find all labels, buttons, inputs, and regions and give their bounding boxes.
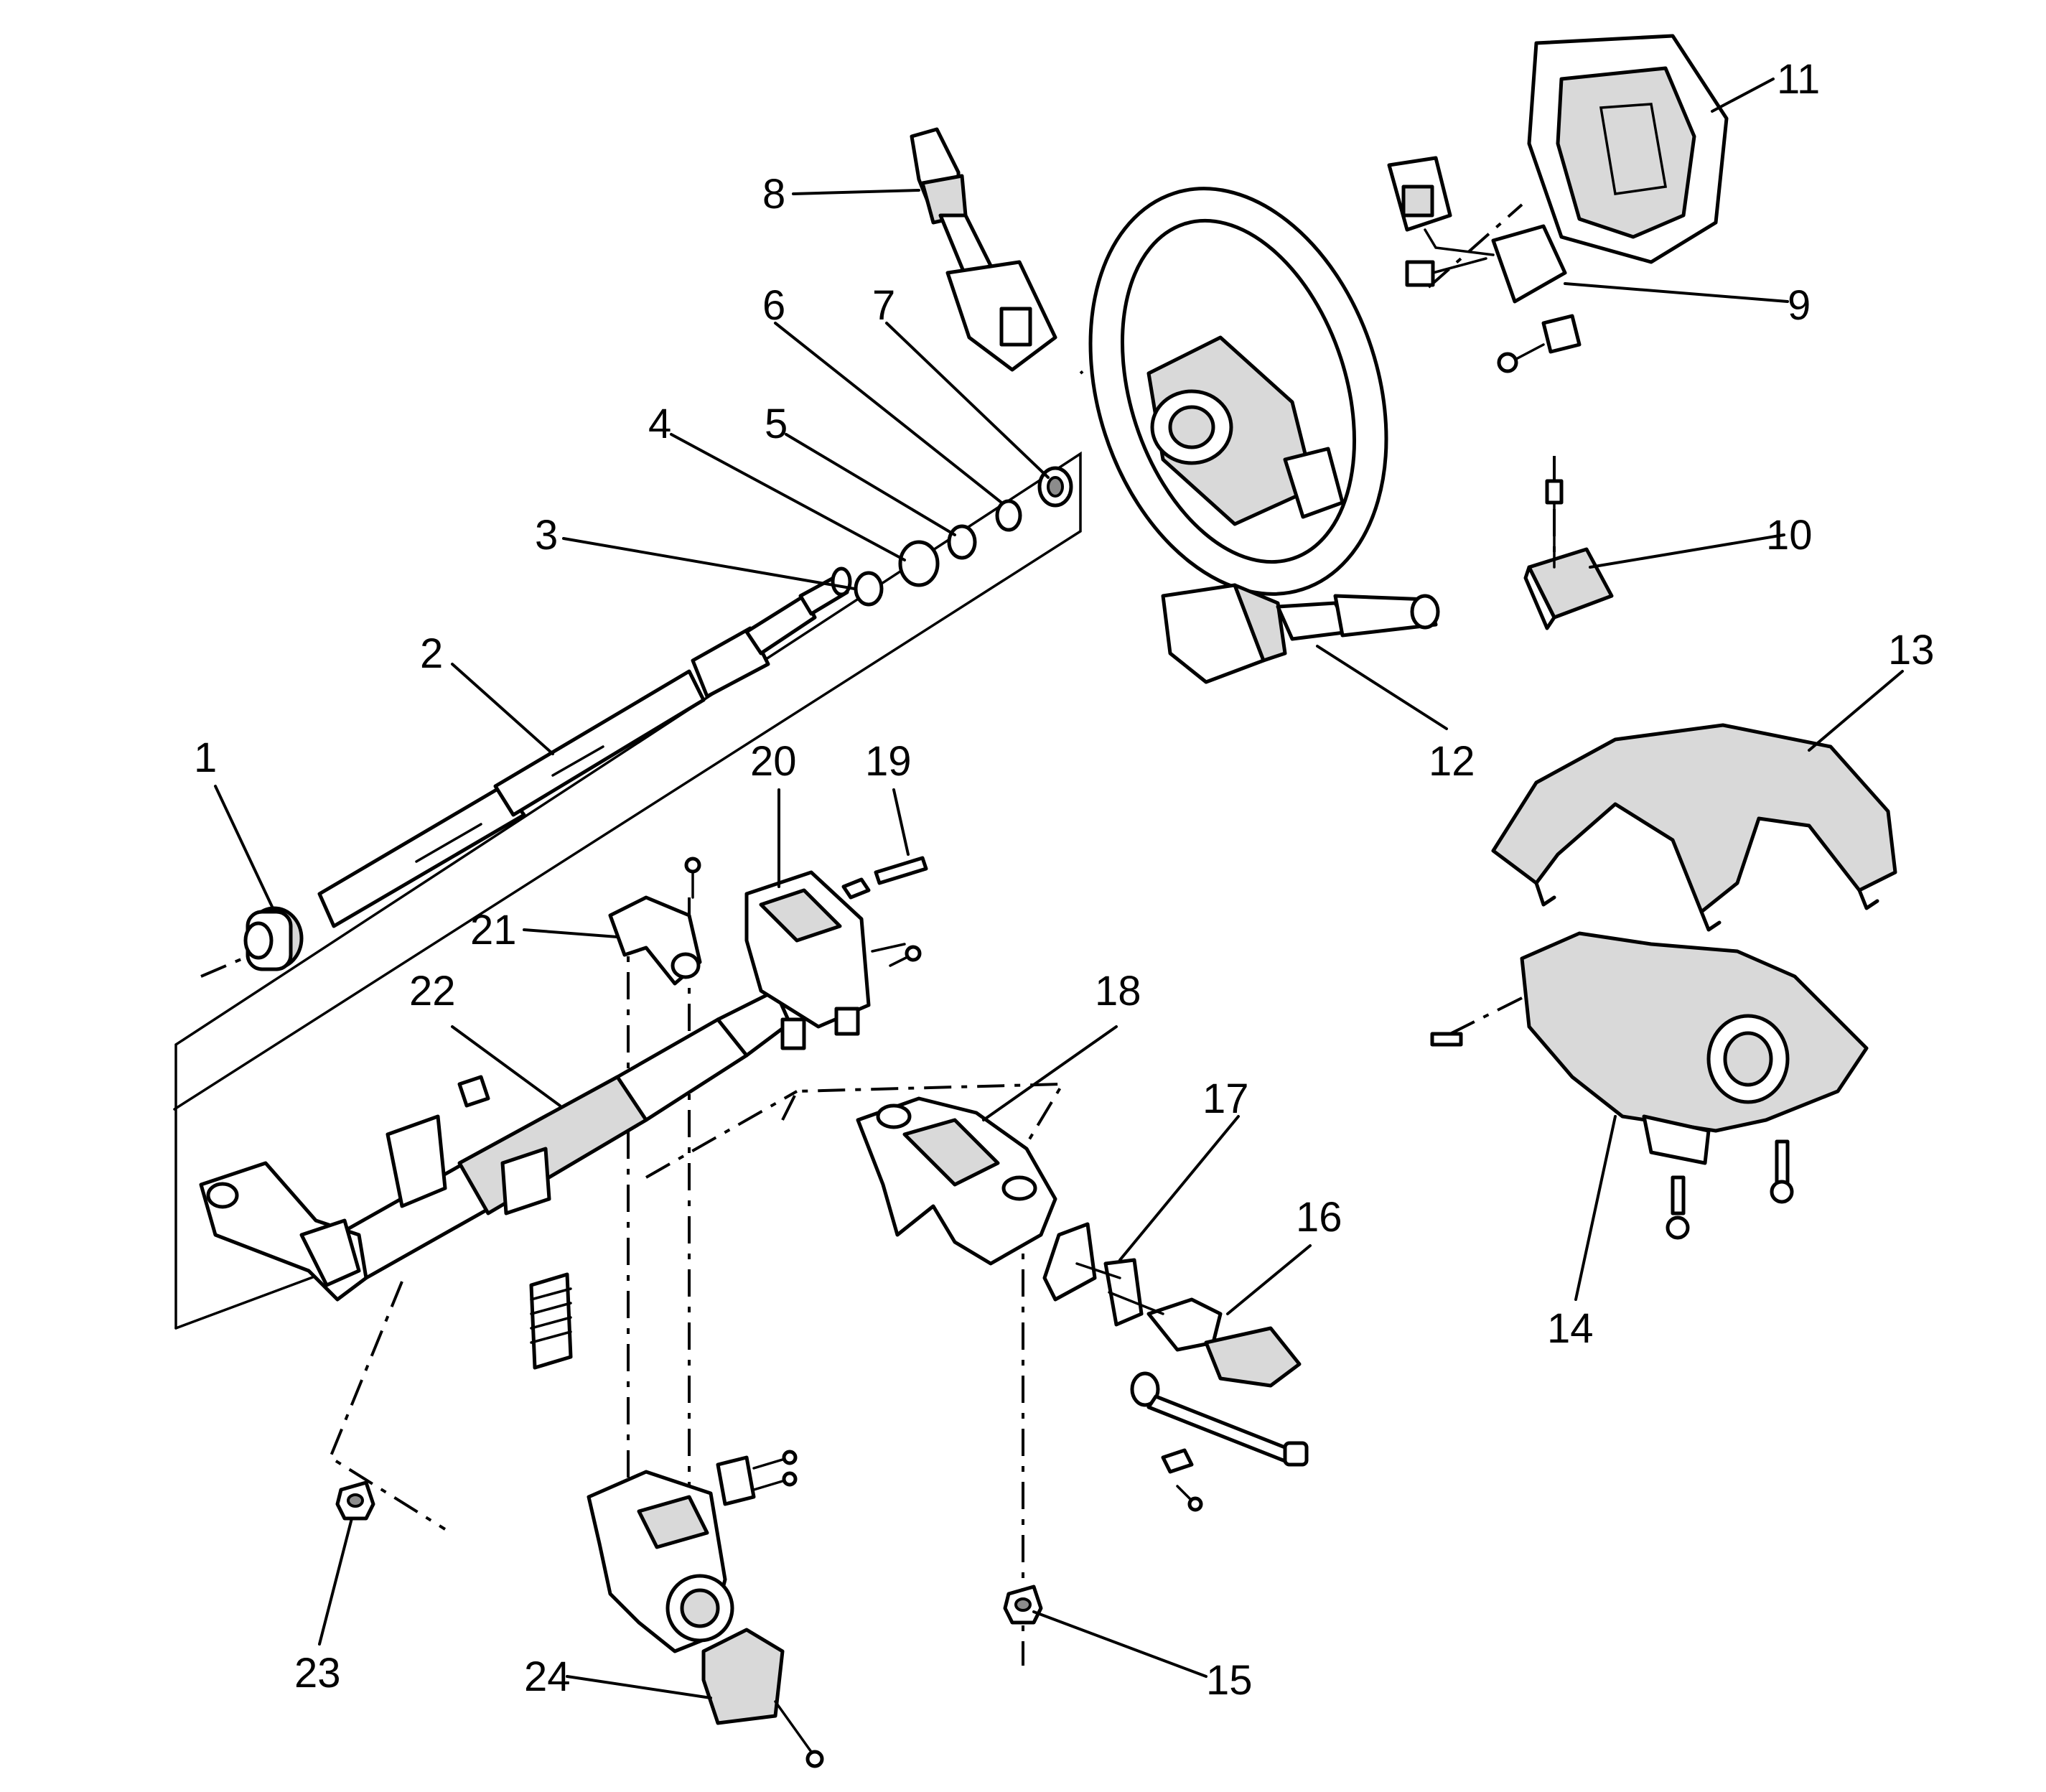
key-lock-bracket	[608, 895, 702, 986]
retaining-ring-6	[995, 499, 1022, 532]
assembly-lines	[173, 203, 1556, 1666]
callout-17: 17	[1202, 1075, 1249, 1122]
callout-14: 14	[1547, 1305, 1594, 1352]
callout-10: 10	[1766, 512, 1813, 559]
steering-wheel	[1088, 187, 1388, 596]
leader-lines	[214, 78, 1904, 1699]
callout-1: 1	[194, 734, 217, 781]
lower-trim-cover	[1430, 931, 1869, 1240]
callout-8: 8	[762, 171, 785, 218]
ignition-switch	[744, 870, 906, 1050]
callout-6: 6	[762, 282, 785, 329]
nut-23	[335, 1480, 375, 1521]
nut-15	[1003, 1585, 1043, 1625]
tilt-lever	[1108, 1291, 1309, 1474]
callout-24: 24	[524, 1653, 571, 1700]
callout-15: 15	[1206, 1657, 1253, 1704]
lock-plate	[1042, 1222, 1144, 1327]
callout-13: 13	[1888, 627, 1935, 673]
spacer-3	[854, 571, 884, 607]
ignition-lock-housing	[587, 1450, 824, 1768]
retaining-ring-5	[947, 524, 977, 560]
cruise-control-switch	[1523, 479, 1614, 630]
screws	[684, 857, 1203, 1512]
callout-19: 19	[865, 738, 912, 785]
washer-4	[898, 540, 940, 587]
callout-20: 20	[750, 738, 797, 785]
inflator-connector	[1387, 156, 1582, 373]
airbag-module	[1527, 34, 1729, 264]
steering-shaft	[317, 566, 852, 928]
callout-16: 16	[1296, 1194, 1342, 1241]
steering-shaft-bushing	[243, 906, 304, 971]
callout-11: 11	[1777, 56, 1820, 103]
washer-stack	[854, 466, 1073, 607]
callout-12: 12	[1429, 738, 1475, 785]
tilt-bracket	[856, 1096, 1057, 1266]
steering-column-jacket	[199, 989, 792, 1370]
callout-21: 21	[470, 907, 517, 953]
callout-labels: 1 2 3 4 5 6 7 8 9 10 11 12 13 14 15 16 1…	[194, 56, 1935, 1704]
callout-4: 4	[648, 401, 671, 447]
callout-22: 22	[409, 968, 456, 1014]
turn-signal-switch	[1161, 583, 1440, 684]
callout-2: 2	[420, 630, 443, 677]
callout-23: 23	[294, 1650, 341, 1697]
callout-7: 7	[872, 282, 895, 329]
wiper-switch	[910, 127, 1057, 372]
callout-18: 18	[1095, 968, 1141, 1014]
upper-trim-cover	[1491, 723, 1897, 932]
callout-9: 9	[1788, 282, 1811, 329]
callout-3: 3	[535, 512, 558, 559]
callout-5: 5	[765, 401, 788, 447]
ignition-key-cylinder-bolt	[841, 856, 928, 900]
